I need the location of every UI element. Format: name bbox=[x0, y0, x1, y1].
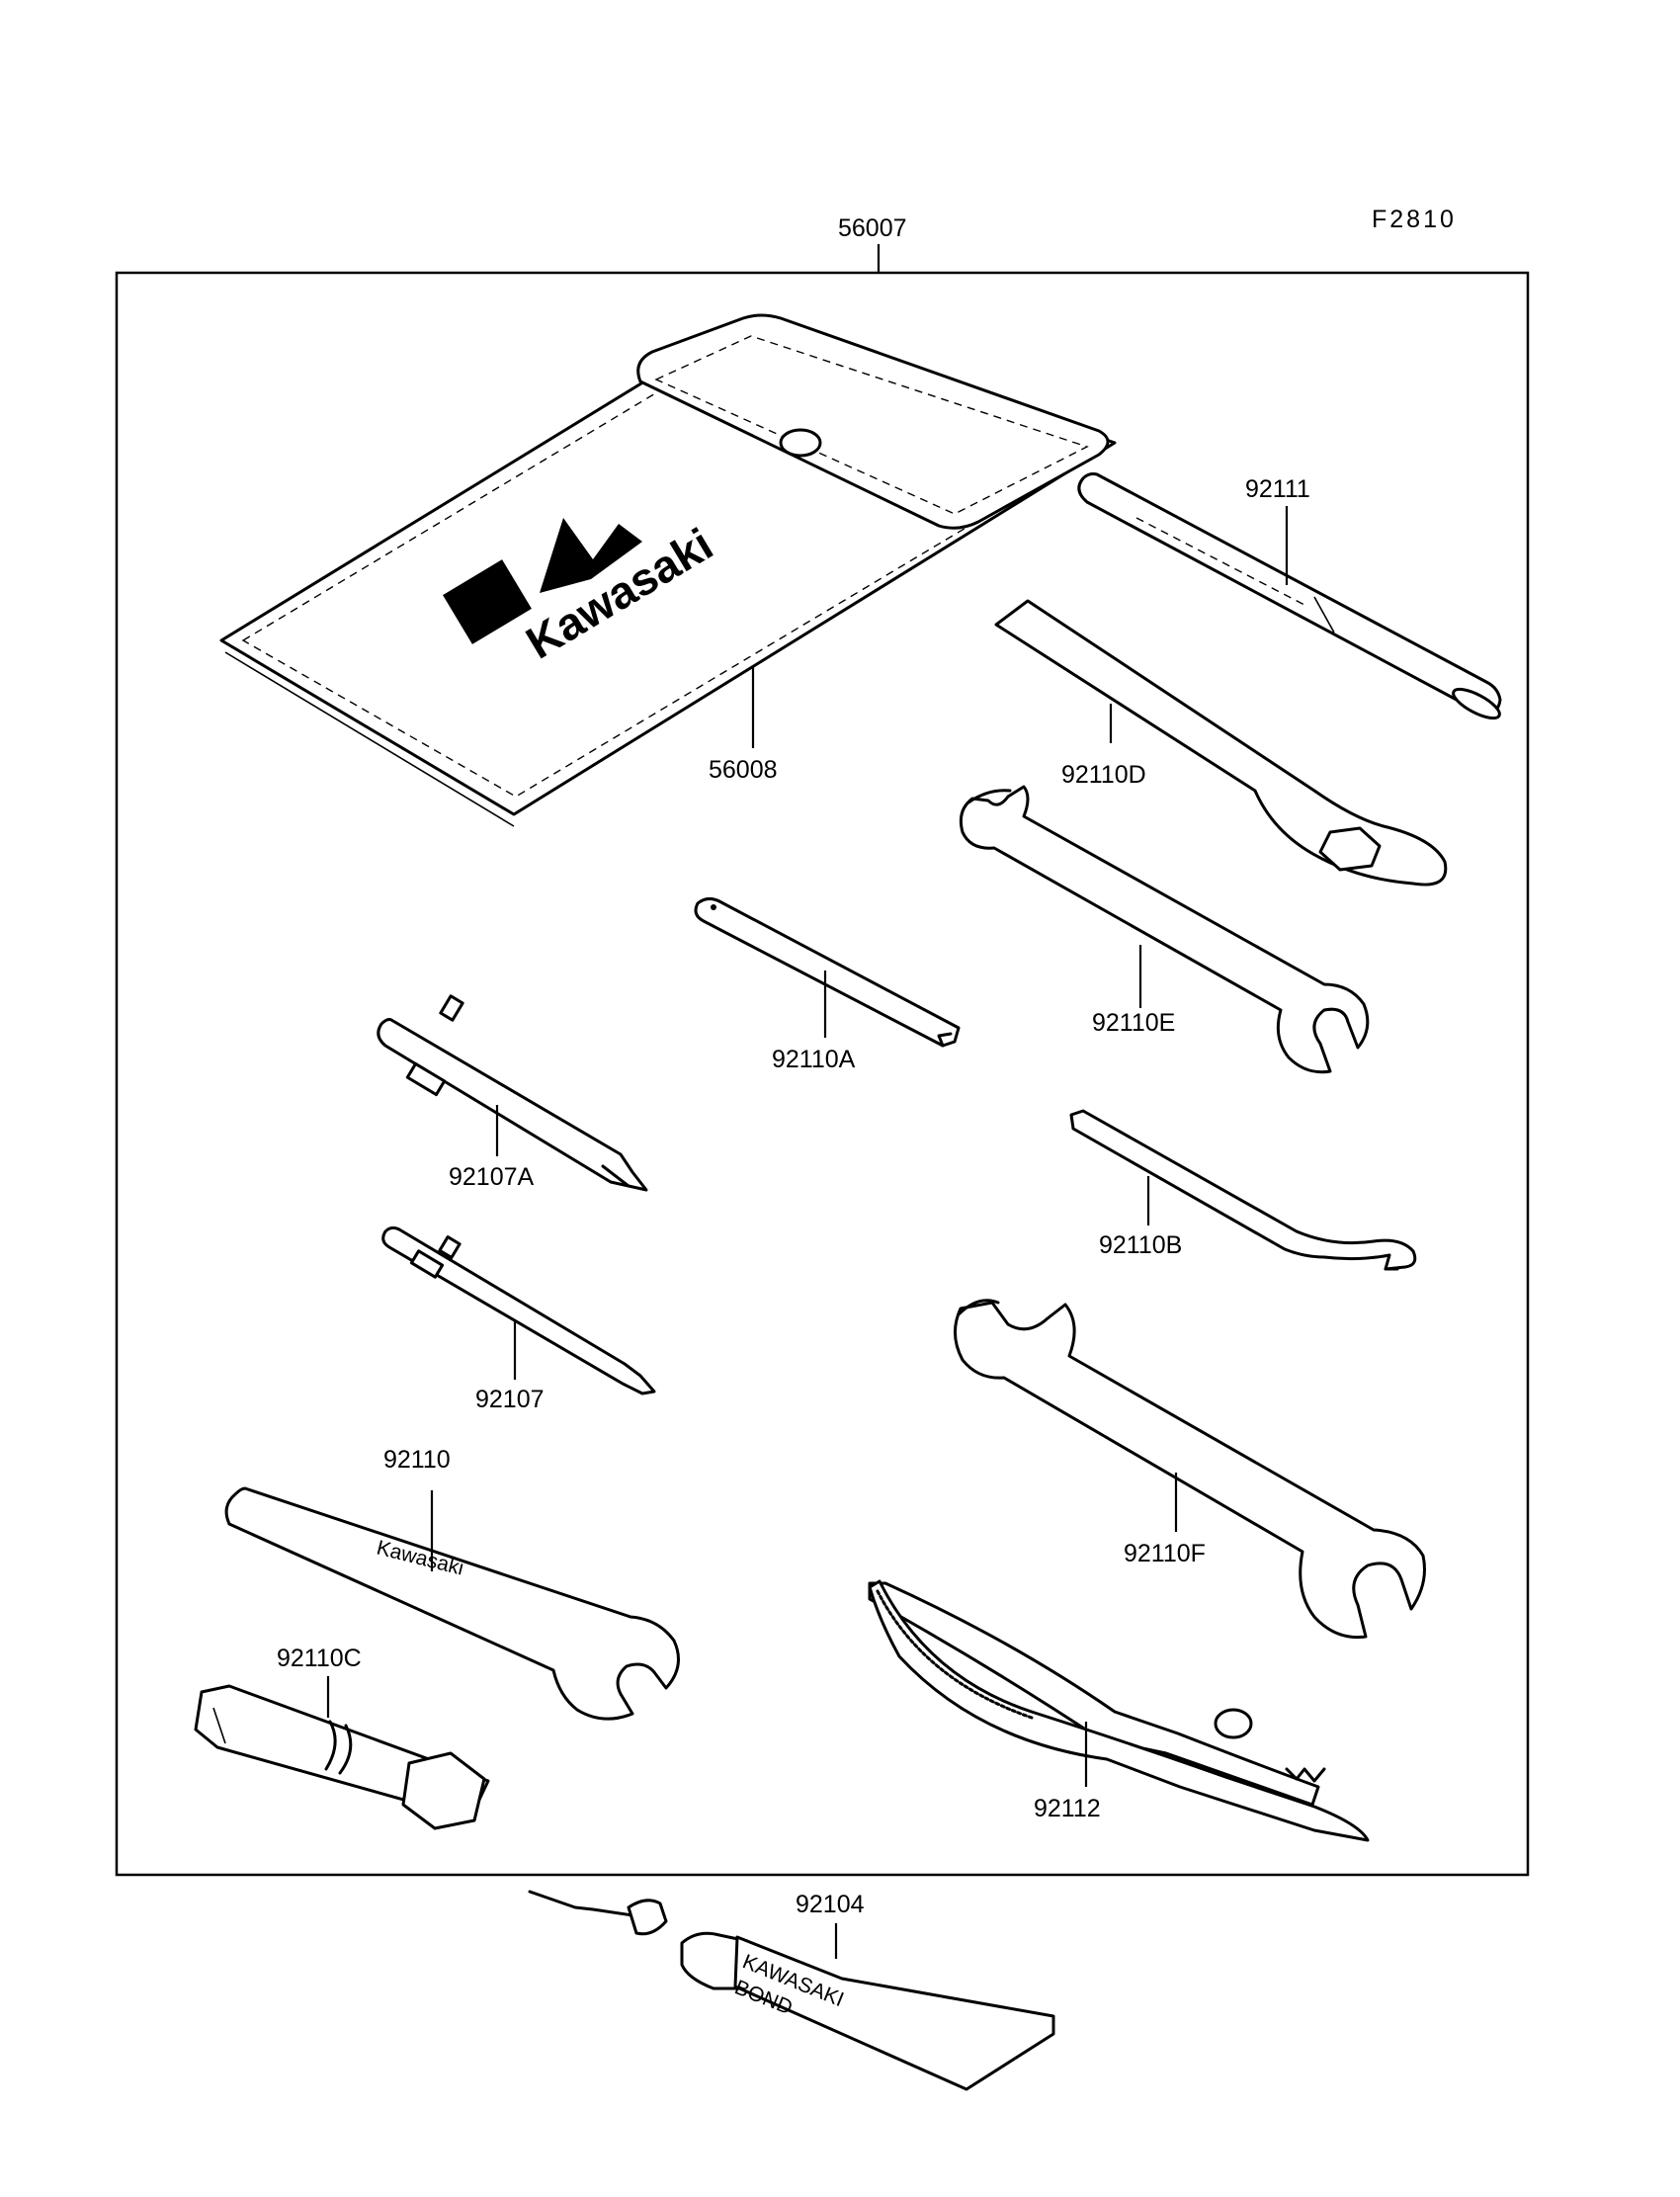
open-end-wrench-e bbox=[959, 785, 1370, 1074]
bond-tube: KAWASAKI BOND bbox=[528, 1890, 1055, 2091]
kawasaki-logo-mark bbox=[443, 559, 532, 644]
open-end-wrench: Kawasaki bbox=[224, 1486, 680, 1721]
ring-wrench bbox=[994, 599, 1448, 887]
label-wrench-f: 92110F bbox=[1124, 1540, 1206, 1567]
label-screwdriver-a: 92107A bbox=[449, 1163, 535, 1191]
label-wrench-extension: 92111 bbox=[1245, 475, 1310, 503]
bond-cap-icon bbox=[627, 1899, 668, 1936]
spoke-wrench bbox=[694, 896, 961, 1048]
spark-plug-wrench bbox=[194, 1684, 490, 1830]
label-spoke-wrench: 92110A bbox=[772, 1046, 856, 1073]
screwdriver bbox=[381, 1225, 656, 1395]
label-plug-wrench: 92110C bbox=[277, 1645, 362, 1672]
label-pliers: 92112 bbox=[1034, 1795, 1101, 1822]
plug-hex-socket-icon bbox=[401, 1751, 486, 1830]
hook-wrench bbox=[1069, 1109, 1417, 1271]
label-hook-wrench: 92110B bbox=[1099, 1231, 1182, 1259]
wrench-extension-bar bbox=[1077, 472, 1502, 720]
label-kit: 56007 bbox=[838, 214, 907, 242]
hex-ring-icon bbox=[1318, 826, 1382, 872]
kawasaki-logo-river-mark bbox=[540, 518, 642, 593]
label-wrench: 92110 bbox=[383, 1446, 451, 1474]
pliers bbox=[868, 1579, 1370, 1842]
tool-pouch: Kawasaki bbox=[219, 313, 1117, 827]
pliers-pivot-icon bbox=[1214, 1708, 1253, 1739]
screwdriver-a bbox=[377, 994, 648, 1192]
label-wrench-e: 92110E bbox=[1092, 1009, 1175, 1037]
label-ring-wrench: 92110D bbox=[1061, 761, 1146, 789]
kit-frame bbox=[115, 271, 1530, 1877]
label-pouch: 56008 bbox=[709, 756, 778, 784]
figure-reference: F2810 bbox=[1372, 206, 1457, 233]
pouch-snap-icon bbox=[779, 428, 822, 458]
label-bond: 92104 bbox=[796, 1891, 865, 1918]
open-end-wrench-f bbox=[954, 1299, 1426, 1640]
label-screwdriver: 92107 bbox=[475, 1386, 545, 1413]
